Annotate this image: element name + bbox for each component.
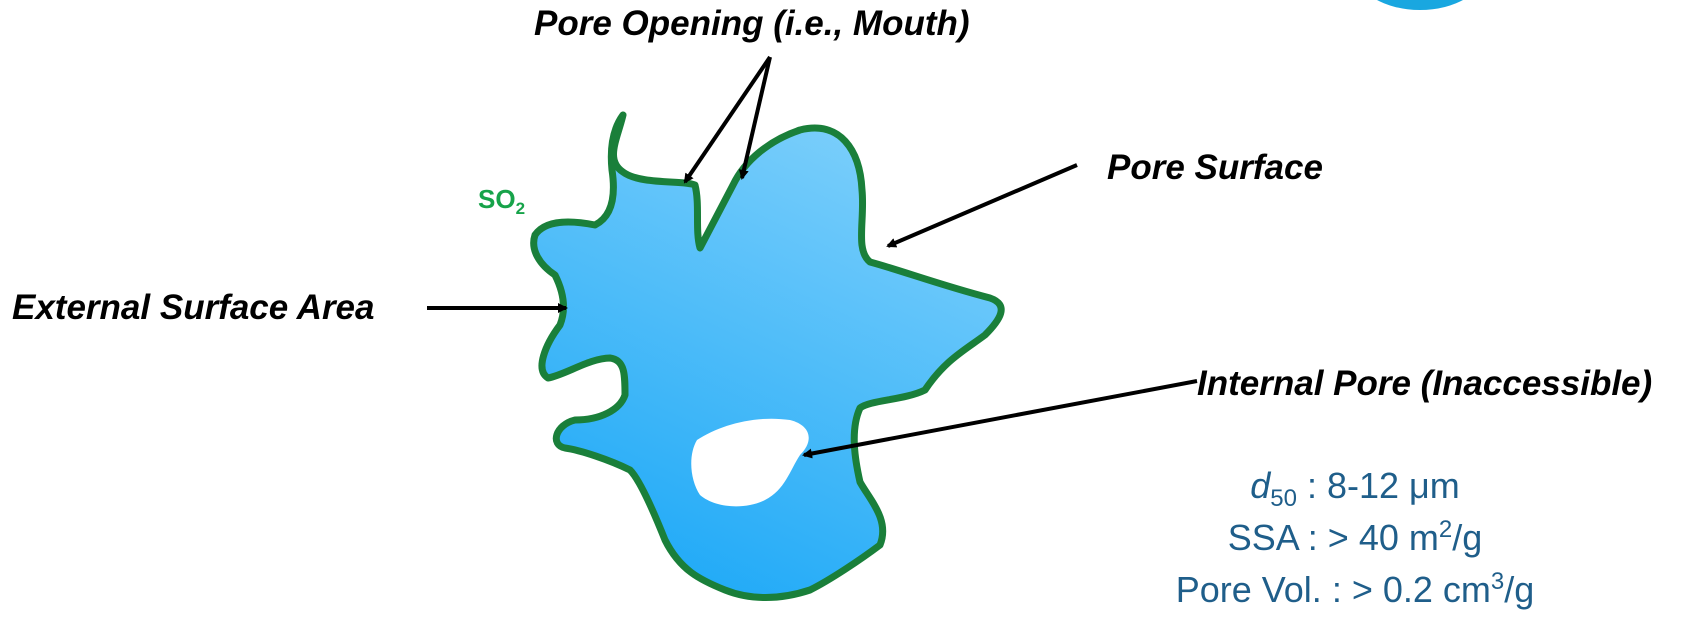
stat-ssa: SSA : > 40 m2/g xyxy=(1095,512,1615,564)
stat-d50-variable: d xyxy=(1250,465,1270,506)
stat-pore-volume-suffix: /g xyxy=(1504,569,1534,610)
stat-d50-value: : 8-12 μm xyxy=(1297,465,1460,506)
internal-pore-label: Internal Pore (Inaccessible) xyxy=(1197,366,1652,401)
stat-pore-volume-superscript: 3 xyxy=(1491,568,1504,595)
stat-pore-volume-prefix: Pore Vol. : > 0.2 cm xyxy=(1176,569,1491,610)
particle-stats: d50 : 8-12 μm SSA : > 40 m2/g Pore Vol. … xyxy=(1095,460,1615,616)
pore-surface-label: Pore Surface xyxy=(1107,150,1323,185)
arrow-pore-surface xyxy=(888,165,1077,246)
stat-d50: d50 : 8-12 μm xyxy=(1095,460,1615,512)
so2-subscript: 2 xyxy=(516,199,525,218)
stat-d50-subscript: 50 xyxy=(1270,485,1297,512)
so2-text: SO xyxy=(478,184,516,214)
pore-opening-label: Pore Opening (i.e., Mouth) xyxy=(534,6,970,41)
particle-body xyxy=(534,115,1002,598)
stat-ssa-prefix: SSA : > 40 m xyxy=(1228,517,1439,558)
stat-ssa-superscript: 2 xyxy=(1439,516,1452,543)
stat-pore-volume: Pore Vol. : > 0.2 cm3/g xyxy=(1095,564,1615,616)
external-surface-area-label: External Surface Area xyxy=(12,290,375,325)
so2-label: SO2 xyxy=(478,186,525,217)
stat-ssa-suffix: /g xyxy=(1452,517,1482,558)
